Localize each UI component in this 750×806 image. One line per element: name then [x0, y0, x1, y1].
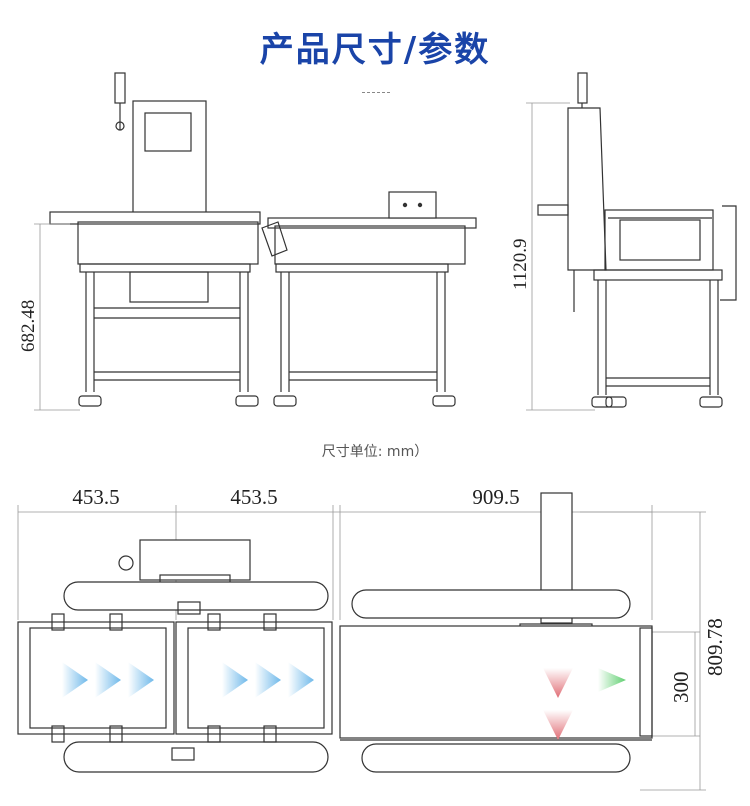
side-elevation-view [34, 72, 477, 411]
title-divider [362, 92, 390, 93]
end-elevation-view [526, 72, 737, 411]
plan-view [17, 492, 706, 791]
dim-top-length-1: 453.5 [72, 485, 119, 509]
flow-arrows [62, 662, 626, 740]
dim-top-length-3: 909.5 [472, 485, 519, 509]
dim-top-length-2: 453.5 [230, 485, 277, 509]
unit-note: 尺寸单位: mm） [321, 444, 429, 460]
dim-top-width: 809.78 [703, 618, 727, 676]
page-title: 产品尺寸/参数 [259, 30, 491, 70]
dim-end-height: 1120.9 [510, 238, 531, 290]
dim-belt-width: 300 [669, 672, 693, 704]
dim-side-height: 682.48 [18, 300, 39, 352]
